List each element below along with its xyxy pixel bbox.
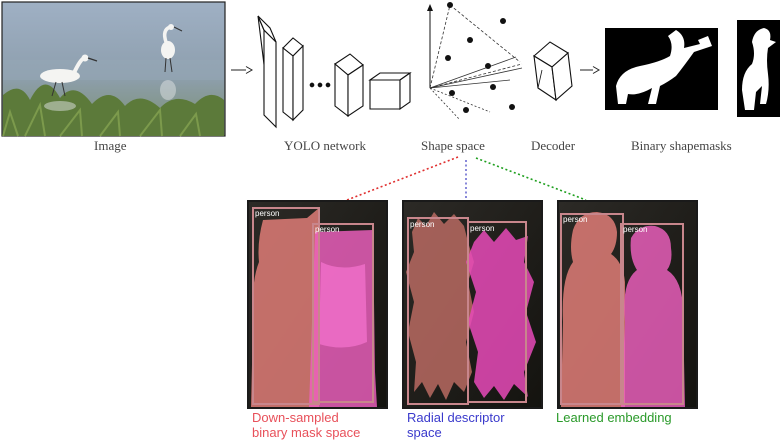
box-label: person <box>255 209 279 218</box>
connector-lines <box>346 156 587 201</box>
decoder <box>533 41 573 102</box>
label-radial-line1: Radial descriptor <box>407 410 505 425</box>
yolo-dots <box>309 82 331 88</box>
box-label: person <box>315 225 339 234</box>
yolo-layer-2 <box>282 37 304 122</box>
caption-yolo: YOLO network <box>284 138 366 153</box>
box-label: person <box>623 225 647 234</box>
label-learned: Learned embedding <box>556 410 672 425</box>
caption-decoder: Decoder <box>531 138 576 153</box>
caption-binary-shapemasks: Binary shapemasks <box>631 138 732 153</box>
yolo-layer-3 <box>334 53 364 118</box>
label-downsampled: Down-sampled binary mask space <box>252 410 360 440</box>
box-label: person <box>563 215 587 224</box>
panel-learned-image: person person <box>559 202 696 407</box>
shape-space-points <box>445 2 515 113</box>
binary-mask-1 <box>605 28 718 110</box>
arrow-decoder-to-masks <box>580 66 600 74</box>
input-photo <box>1 1 226 137</box>
panel-downsampled-image: person person <box>249 202 386 407</box>
yolo-layer-4 <box>368 71 412 111</box>
shape-space <box>427 2 523 121</box>
box-label: person <box>470 224 494 233</box>
label-radial-line2: space <box>407 425 442 440</box>
yolo-network <box>257 15 412 129</box>
binary-mask-2 <box>737 20 780 117</box>
label-learned-line1: Learned embedding <box>556 410 672 425</box>
yolo-layer-1 <box>257 15 277 129</box>
label-radial: Radial descriptor space <box>407 410 505 440</box>
connector-green <box>475 157 587 201</box>
box-label: person <box>410 220 434 229</box>
egret-left <box>40 54 98 111</box>
label-downsampled-line2: binary mask space <box>252 425 361 440</box>
caption-shape-space: Shape space <box>421 138 485 153</box>
panel-radial-image: person person <box>404 202 541 407</box>
caption-image: Image <box>94 138 127 153</box>
panel-radial: person person <box>402 200 543 409</box>
panel-downsampled: person person <box>247 200 388 409</box>
label-downsampled-line1: Down-sampled <box>252 410 339 425</box>
connector-red <box>346 156 459 201</box>
panel-learned: person person <box>557 200 698 409</box>
arrow-image-to-yolo <box>231 66 253 74</box>
egret-right <box>160 24 183 100</box>
